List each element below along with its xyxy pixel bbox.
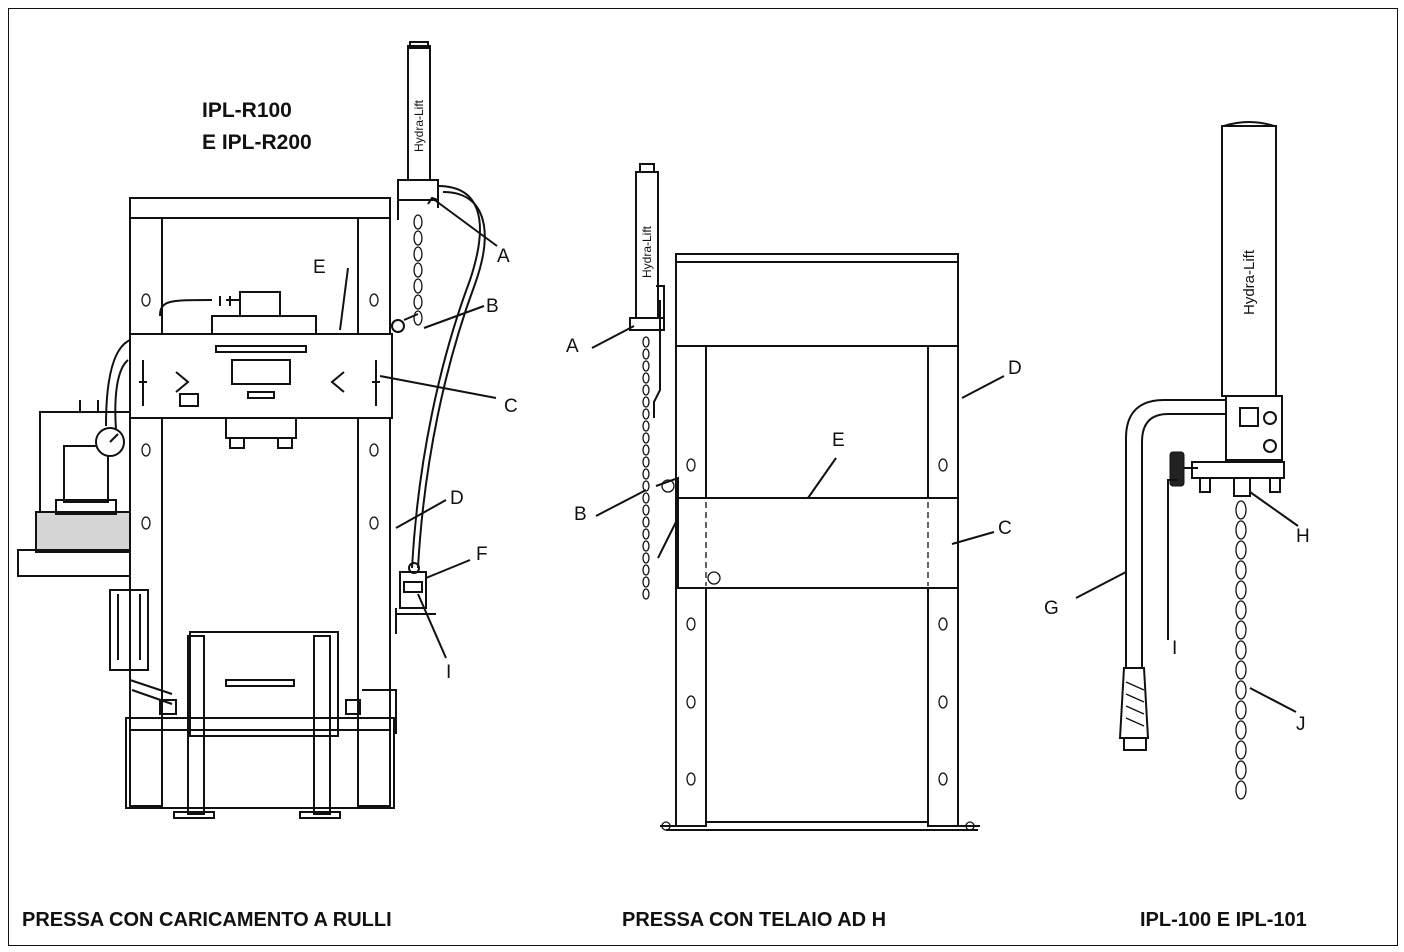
hydra-lift-brand-middle: Hydra-Lift [640, 225, 654, 278]
left-label-d: D [450, 488, 464, 509]
left-label-b: B [486, 296, 499, 317]
right-label-j: J [1296, 714, 1306, 735]
left-label-e: E [313, 257, 326, 278]
hydra-lift-brand-right: Hydra-Lift [1241, 249, 1258, 315]
left-label-a: A [497, 246, 510, 267]
right-label-h: H [1296, 526, 1310, 547]
caption-pump-models: IPL-100 E IPL-101 [1140, 909, 1307, 931]
middle-label-a: A [566, 336, 579, 357]
left-label-i: I [446, 662, 451, 683]
right-label-i: I [1172, 638, 1177, 659]
left-label-c: C [504, 396, 518, 417]
middle-label-e: E [832, 430, 845, 451]
left-model-line2: E IPL-R200 [202, 131, 312, 154]
left-model-line1: IPL-R100 [202, 99, 292, 122]
left-label-f: F [476, 544, 488, 565]
middle-label-b: B [574, 504, 587, 525]
middle-label-d: D [1008, 358, 1022, 379]
roller-press-figure: Hydra-Lift [17, 41, 486, 819]
middle-label-c: C [998, 518, 1012, 539]
figure-frame [8, 8, 1398, 946]
h-frame-press-figure: Hydra-Lift [629, 163, 980, 831]
caption-roller-press: PRESSA CON CARICAMENTO A RULLI [22, 909, 392, 931]
pump-assembly-figure: Hydra-Lift [1118, 121, 1285, 800]
caption-h-frame-press: PRESSA CON TELAIO AD H [622, 909, 886, 931]
hydra-lift-brand-left: Hydra-Lift [412, 99, 426, 152]
right-label-g: G [1044, 598, 1059, 619]
